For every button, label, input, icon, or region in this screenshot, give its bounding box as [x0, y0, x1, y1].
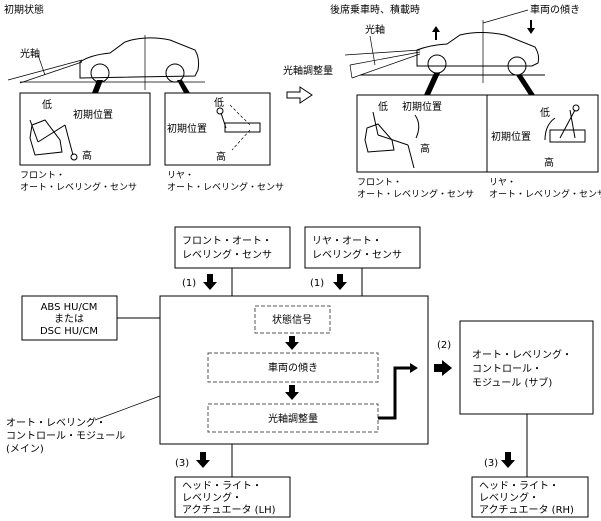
- front-sensor-caption: オート・レベリング・センサ: [20, 181, 137, 193]
- axis-adjust-label: 光軸調整量: [283, 64, 333, 77]
- node-text: DSC HU/CM: [40, 326, 98, 337]
- node-text: フロント・オート・: [182, 235, 272, 247]
- rear-sensor-linkage: [216, 104, 261, 151]
- node-text: モジュール (サブ): [472, 376, 552, 389]
- high-label: 高: [216, 150, 226, 163]
- initial-position-label: 初期位置: [402, 100, 442, 113]
- node-text: ヘッド・ライト・: [479, 480, 559, 492]
- low-label: 低: [42, 98, 52, 111]
- low-label: 低: [540, 106, 550, 119]
- node-text: 状態信号: [272, 313, 312, 326]
- label-2: (2): [437, 340, 451, 351]
- front-sensor-caption: オート・レベリング・センサ: [357, 188, 474, 200]
- car-initial: [7, 35, 205, 90]
- rear-sensor-node: [304, 226, 421, 269]
- actuator-rh-node: [471, 476, 589, 518]
- front-sensor-linkage-loaded: [364, 111, 420, 169]
- node-text: または: [54, 313, 84, 325]
- rear-sensor-linkage-loaded: [544, 104, 586, 143]
- vehicle-tilt-label: 車両の傾き: [530, 3, 580, 16]
- optical-axis-label: 光軸: [365, 23, 385, 36]
- node-text: ABS HU/CM: [41, 302, 98, 313]
- arrow-down-icon: [203, 274, 217, 290]
- state-signal-node: [254, 305, 331, 334]
- rear-sensor-caption: リヤ・: [167, 171, 194, 181]
- main-module-caption: オート・レベリング・: [6, 416, 106, 429]
- node-text: アクチュエータ (LH): [182, 504, 276, 516]
- node-text: レベリング・センサ: [312, 248, 402, 261]
- transition-arrow-icon: [286, 86, 313, 104]
- front-sensor-box: [19, 92, 151, 166]
- abs-node: [21, 295, 118, 341]
- rear-sensor-box: [164, 92, 271, 166]
- arrow-down-icon: [196, 452, 210, 468]
- node-text: レベリング・センサ: [182, 248, 272, 261]
- initial-state-title: 初期状態: [4, 3, 44, 16]
- initial-position-label: 初期位置: [167, 122, 207, 135]
- arrow-down-icon: [333, 274, 347, 290]
- label-3: (3): [175, 458, 189, 469]
- arrow-down-icon: [285, 336, 299, 350]
- node-text: レベリング・: [479, 491, 539, 504]
- node-text: 光軸調整量: [268, 412, 318, 425]
- low-label: 低: [378, 100, 388, 113]
- rear-sensor-caption: オート・レベリング・センサ: [167, 181, 284, 193]
- rear-sensor-box-loaded: [486, 94, 599, 173]
- initial-position-label: 初期位置: [491, 130, 531, 143]
- node-text: ヘッド・ライト・: [182, 480, 262, 492]
- front-sensor-caption: フロント・: [20, 171, 65, 181]
- node-text: アクチュエータ (RH): [479, 504, 574, 516]
- label-3: (3): [484, 458, 498, 469]
- node-text: レベリング・: [182, 491, 242, 504]
- vehicle-tilt-node: [207, 352, 379, 383]
- main-module-caption: コントロール・モジュール: [6, 431, 125, 442]
- label-1: (1): [310, 278, 324, 289]
- loaded-state-title: 後席乗車時、積載時: [330, 3, 420, 16]
- axis-adjust-node: [207, 403, 379, 433]
- low-label: 低: [214, 96, 224, 109]
- node-text: コントロール・: [472, 364, 542, 375]
- sub-module-node: [459, 320, 594, 415]
- optical-axis-label: 光軸: [20, 47, 40, 60]
- node-text: 車両の傾き: [268, 361, 318, 374]
- front-sensor-node: [174, 226, 291, 269]
- high-label: 高: [420, 142, 430, 155]
- actuator-lh-node: [174, 476, 291, 518]
- node-text: オート・レベリング・: [472, 348, 572, 361]
- front-sensor-linkage: [29, 119, 78, 161]
- rear-sensor-caption: オート・レベリング・センサ: [489, 188, 601, 200]
- front-sensor-box-loaded: [356, 94, 489, 173]
- label-1: (1): [182, 278, 196, 289]
- main-module-caption: (メイン): [6, 444, 44, 455]
- arrow-down-icon: [285, 385, 299, 400]
- arrow-down-icon: [501, 452, 515, 468]
- initial-position-label: 初期位置: [73, 108, 113, 121]
- high-label: 高: [82, 149, 92, 162]
- front-sensor-caption: フロント・: [357, 178, 402, 188]
- rear-sensor-caption: リヤ・: [489, 178, 516, 188]
- node-text: リヤ・オート・: [312, 235, 382, 247]
- arrow-right-icon: [434, 360, 452, 376]
- high-label: 高: [544, 156, 554, 169]
